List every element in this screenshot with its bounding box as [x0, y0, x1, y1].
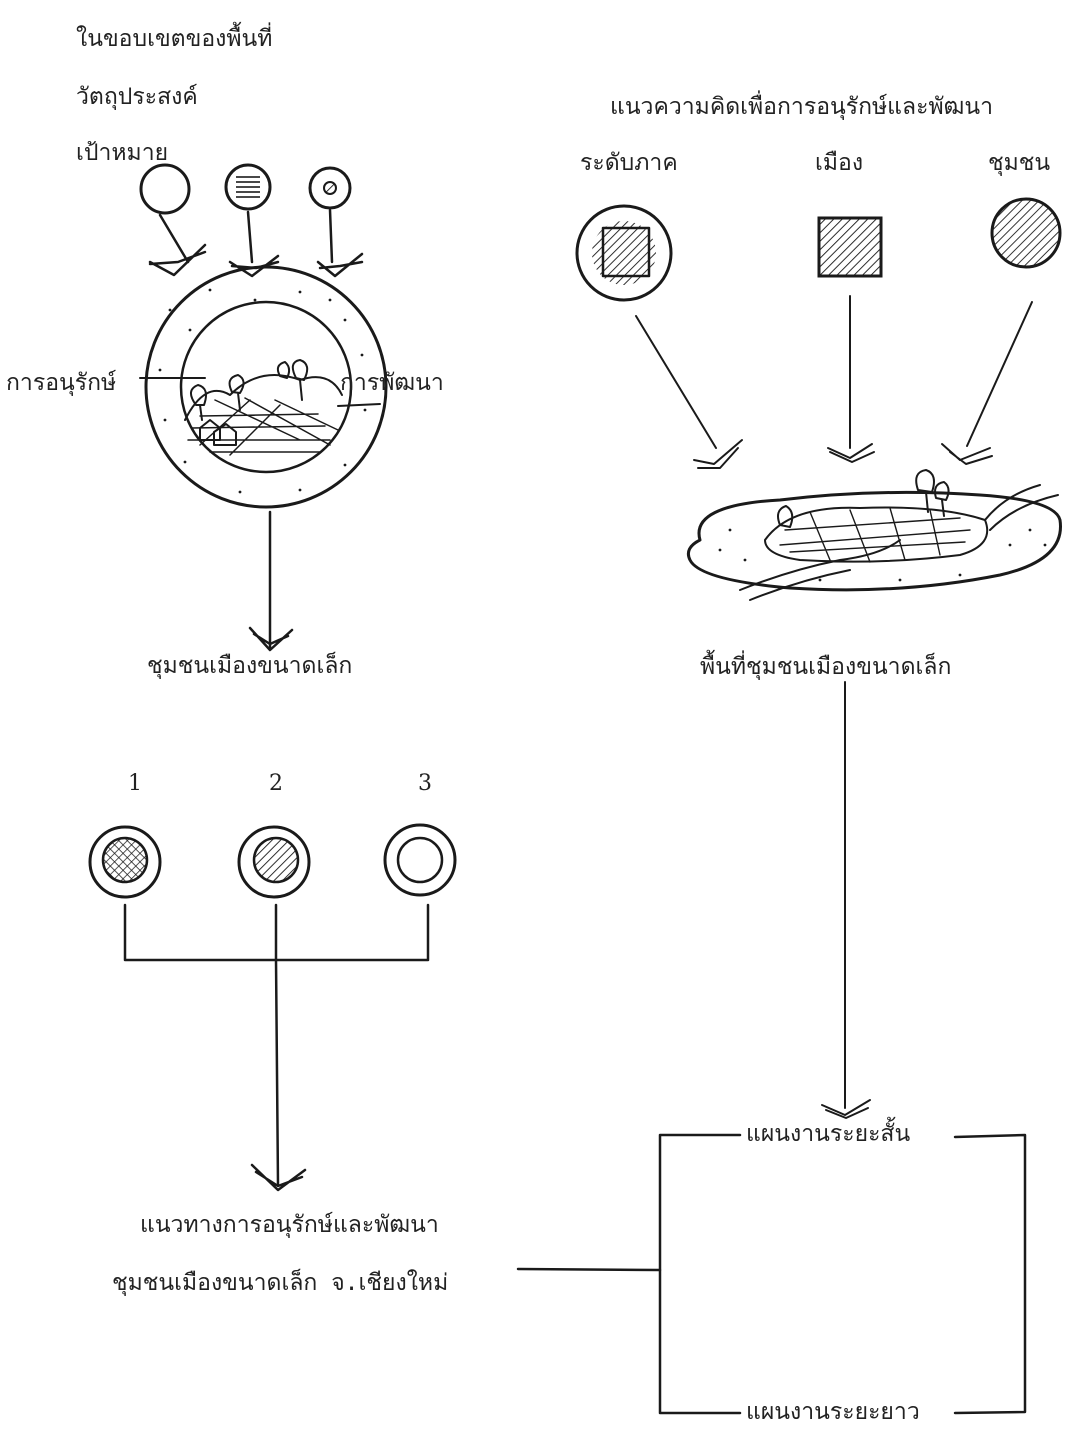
city-symbol: [817, 216, 883, 278]
right-heading: แนวความคิดเพื่อการอนุรักษ์และพัฒนา: [610, 94, 994, 120]
community-type-3: [383, 823, 457, 897]
label-development: การพัฒนา: [340, 370, 444, 396]
outcome-line-2: ชุมชนเมืองขนาดเล็ก จ.เชียงใหม่: [112, 1270, 449, 1296]
left-heading-line-2: วัตถุประสงค์: [76, 84, 198, 110]
number-3: 3: [418, 771, 432, 796]
leader-line-development: [337, 403, 381, 407]
level-region: ระดับภาค: [580, 150, 678, 176]
small-community-label: ชุมชนเมืองขนาดเล็ก: [147, 653, 353, 679]
community-type-1: [88, 825, 162, 899]
left-heading-line-3: เป้าหมาย: [76, 140, 169, 166]
arrow-to-small-community: [248, 510, 294, 652]
target-arrows: [148, 208, 364, 278]
level-community: ชุมชน: [988, 150, 1051, 176]
arrow-to-plans: [821, 681, 871, 1119]
target-circle-lined: [224, 163, 272, 211]
label-conservation: การอนุรักษ์: [6, 370, 117, 396]
community-type-2: [237, 825, 311, 899]
target-circle-empty: [139, 163, 191, 215]
area-bubble: [144, 265, 388, 509]
concept-arrows: [635, 295, 1033, 469]
level-city: เมือง: [815, 150, 864, 176]
area-drawing: [686, 469, 1062, 601]
region-symbol: [575, 204, 673, 302]
plan-short-term: แผนงานระยะสั้น: [746, 1121, 911, 1147]
community-symbol: [990, 197, 1062, 269]
number-1: 1: [128, 771, 142, 796]
target-circle-dot: [308, 166, 352, 210]
left-heading-line-1: ในขอบเขตของพื้นที่: [76, 26, 273, 52]
merge-bracket: [123, 903, 430, 1192]
area-label: พื้นที่ชุมชนเมืองขนาดเล็ก: [700, 654, 952, 680]
plan-bracket: [516, 1133, 1027, 1415]
plan-long-term: แผนงานระยะยาว: [746, 1399, 920, 1425]
outcome-line-1: แนวทางการอนุรักษ์และพัฒนา: [140, 1212, 439, 1238]
number-2: 2: [269, 771, 283, 796]
